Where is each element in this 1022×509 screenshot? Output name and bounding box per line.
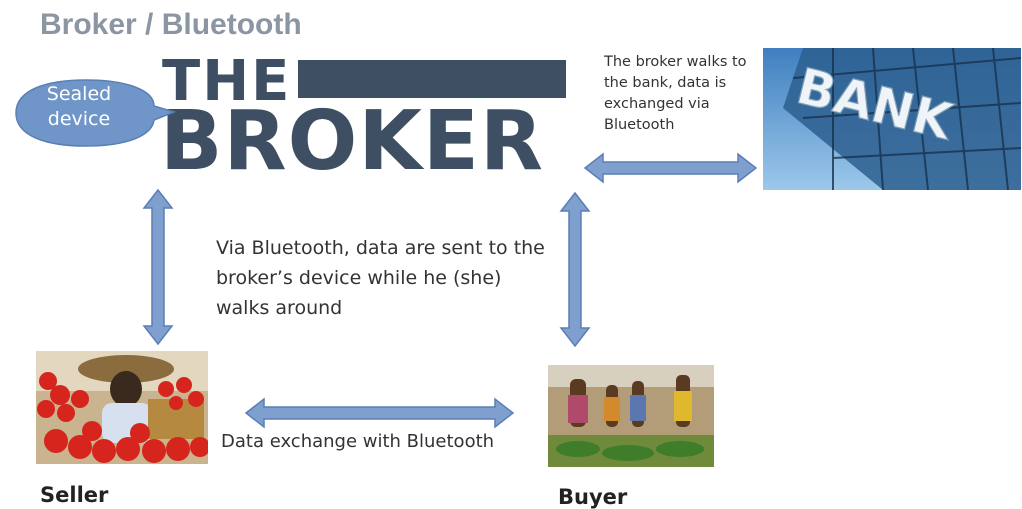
exchange-note: Data exchange with Bluetooth	[221, 431, 495, 452]
buyer-market-image	[548, 365, 714, 467]
bank-note: The broker walks to the bank, data is ex…	[604, 54, 747, 133]
buyer-label: Buyer	[558, 485, 628, 509]
slide-title: Broker / Bluetooth	[40, 8, 302, 41]
bank-building-image: BANK	[763, 48, 1021, 190]
logo-bar	[298, 60, 566, 98]
center-note: Via Bluetooth, data are sent to the brok…	[216, 237, 545, 319]
arrow-seller-buyer	[244, 397, 515, 429]
logo-the-text: THE	[162, 49, 292, 114]
logo-broker-text: BROKER	[160, 94, 545, 189]
arrow-broker-buyer	[559, 191, 591, 348]
seller-label: Seller	[40, 483, 109, 507]
sealed-device-bubble	[15, 79, 177, 147]
arrow-broker-bank	[583, 152, 758, 184]
seller-market-image	[36, 351, 208, 464]
arrow-broker-seller	[142, 188, 174, 346]
bubble-label: Sealed device	[46, 83, 112, 130]
